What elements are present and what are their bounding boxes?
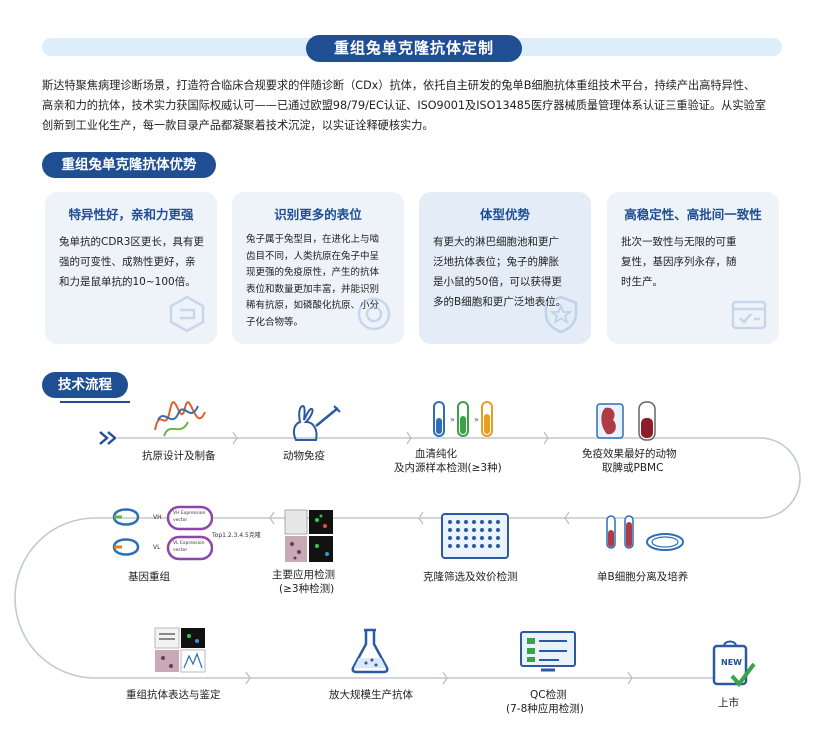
step-label: 血清纯化 <box>415 448 457 460</box>
qc-monitor-icon <box>520 631 576 672</box>
card-line: 和力是鼠单抗的10~100倍。 <box>59 276 196 288</box>
step-label: QC检测 <box>530 689 567 701</box>
card-line: 子化合物等。 <box>246 316 304 328</box>
card-line: 稀有抗原，如磷酸化抗原、小分 <box>246 300 380 311</box>
card-line: 强的可变性、成熟性更好，亲 <box>59 256 196 268</box>
card-text: 兔单抗的CDR3区更长，具有更 强的可变性、成熟性更好，亲 和力是鼠单抗的10~… <box>59 232 205 292</box>
card-title: 体型优势 <box>479 207 530 222</box>
b-cell-culture-icon <box>606 515 684 551</box>
step-sublabel: 取脾或PBMC <box>602 462 664 474</box>
new-product-bag-icon <box>712 640 756 688</box>
plasmid-vectors-icon <box>112 505 213 561</box>
checklist-box-icon <box>731 300 767 330</box>
card-line: 齿目不同，人类抗原在兔子中呈 <box>246 250 380 262</box>
spleen-tube-icon <box>596 401 656 441</box>
vh-label: VH <box>153 514 162 521</box>
target-icon <box>357 297 391 331</box>
section-underline <box>60 401 130 403</box>
intro-line: 斯达特聚焦病理诊断场景，打造符合临床合规要求的伴随诊断（CDx）抗体，依托自主研… <box>42 79 756 92</box>
svg-text:»: » <box>474 415 479 424</box>
card-line: 是小鼠的50倍，可以获得更 <box>433 276 562 288</box>
card-title: 特异性好，亲和力更强 <box>68 207 194 222</box>
protein-structure-icon <box>154 401 206 437</box>
card-line: 泛地抗体表位；兔子的脾胀 <box>433 256 559 268</box>
new-badge: NEW <box>721 658 742 667</box>
step-sublabel: 及内源样本检测(≥3种) <box>394 462 502 474</box>
card-text: 兔子属于兔型目，在进化上与啮 齿目不同，人类抗原在兔子中呈 现更强的免疫原性，产… <box>246 232 392 331</box>
page-title: 重组兔单克隆抗体定制 <box>306 35 522 62</box>
intro-line: 创新到工业化生产，每一款目录产品都凝聚着技术沉淀，以实证诠释硬核实力。 <box>42 119 434 132</box>
vl-vector-label: VL Expression vector <box>173 541 205 553</box>
card-title: 识别更多的表位 <box>274 207 362 222</box>
card-line: 兔子属于兔型目，在进化上与啮 <box>246 234 380 245</box>
card-line: 批次一致性与无限的可重 <box>621 236 737 248</box>
step-label: 克隆筛选及效价检测 <box>423 571 518 583</box>
vh-vector-label: VH Expression vector <box>173 511 206 523</box>
rabbit-syringe-icon <box>292 404 341 441</box>
expression-results-icon <box>154 627 206 673</box>
card-line: 时生产。 <box>621 276 663 288</box>
step-label: 抗原设计及制备 <box>142 450 216 462</box>
step-label: 动物免疫 <box>283 450 325 462</box>
step-label: 主要应用检测 <box>272 569 335 581</box>
microscopy-images-icon <box>284 509 333 562</box>
intro-line: 高亲和力的抗体，技术实力获国际权威认可——已通过欧盟98/79/EC认证、ISO… <box>42 99 766 112</box>
vl-label: VL <box>153 544 161 551</box>
advantage-card-size: 体型优势 有更大的淋巴细胞池和更广 泛地抗体表位；兔子的脾胀 是小鼠的50倍，可… <box>419 192 591 344</box>
card-line: 复性，基因序列永存，随 <box>621 256 737 268</box>
advantage-card-epitopes: 识别更多的表位 兔子属于兔型目，在进化上与啮 齿目不同，人类抗原在兔子中呈 现更… <box>232 192 404 344</box>
flask-icon <box>351 628 389 674</box>
step-label: 重组抗体表达与鉴定 <box>126 689 221 701</box>
step-sublabel: (7-8种应用检测) <box>506 703 584 715</box>
card-line: 兔单抗的CDR3区更长，具有更 <box>59 236 204 248</box>
step-label: 免疫效果最好的动物 <box>582 448 677 460</box>
advantage-card-specificity: 特异性好，亲和力更强 兔单抗的CDR3区更长，具有更 强的可变性、成熟性更好，亲… <box>45 192 217 344</box>
start-chevron-icon <box>99 431 117 445</box>
card-line: 表位和数量更加丰富，并能识别 <box>246 283 380 295</box>
step-label: 上市 <box>718 697 739 709</box>
card-line: 有更大的淋巴细胞池和更广 <box>433 236 559 248</box>
card-line: 多的B细胞和更广泛地表位。 <box>433 296 567 308</box>
svg-text:»: » <box>450 415 455 424</box>
test-tubes-icon: » » <box>433 401 493 437</box>
cube-link-icon <box>169 295 205 333</box>
section-title-advantages: 重组兔单克隆抗体优势 <box>42 152 216 178</box>
card-title: 高稳定性、高批间一致性 <box>624 207 762 222</box>
step-label: 放大规模生产抗体 <box>329 689 413 701</box>
clone-note: Top1.2.3.4.5克隆 <box>212 532 261 539</box>
card-text: 有更大的淋巴细胞池和更广 泛地抗体表位；兔子的脾胀 是小鼠的50倍，可以获得更 … <box>433 232 579 312</box>
section-title-process: 技术流程 <box>42 372 128 398</box>
step-label: 单B细胞分离及培养 <box>597 571 689 583</box>
shield-star-icon <box>544 295 578 334</box>
step-sublabel: (≥3种检测) <box>279 583 335 595</box>
card-line: 现更强的免疫原性，产生的抗体 <box>246 267 380 278</box>
advantage-card-stability: 高稳定性、高批间一致性 批次一致性与无限的可重 复性，基因序列永存，随 时生产。 <box>607 192 779 344</box>
card-text: 批次一致性与无限的可重 复性，基因序列永存，随 时生产。 <box>621 232 767 292</box>
intro-paragraph: 斯达特聚焦病理诊断场景，打造符合临床合规要求的伴随诊断（CDx）抗体，依托自主研… <box>42 76 787 136</box>
well-plate-icon <box>441 513 509 559</box>
step-label: 基因重组 <box>128 571 170 583</box>
